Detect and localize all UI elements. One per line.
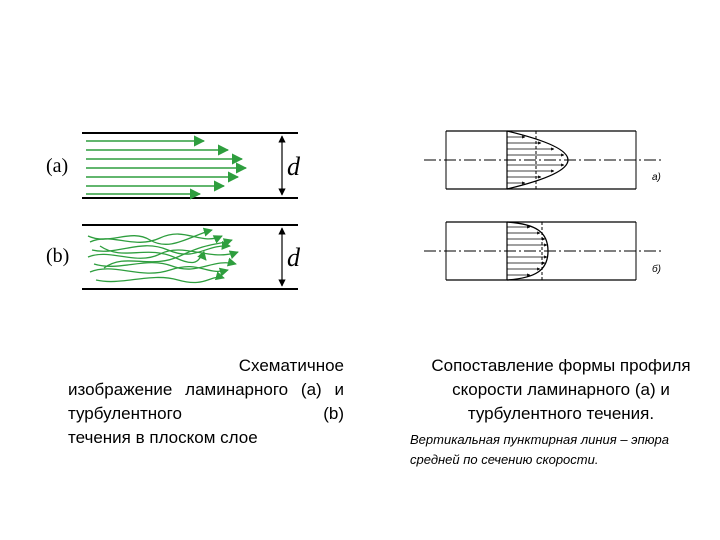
panel-a-label: (a)	[46, 155, 68, 177]
turbulent-streamlines	[87, 227, 239, 284]
laminar-streamlines	[86, 135, 248, 200]
right-caption-note: Вертикальная пунктирная линия – эпюра ср…	[410, 432, 669, 467]
dimension-label-a: d	[287, 152, 301, 181]
right-caption-title: Сопоставление формы профиля скорости лам…	[431, 356, 691, 423]
laminar-velocity-profile: а)	[424, 130, 662, 190]
left-caption-line3: течения в плоском слое	[68, 428, 258, 447]
dimension-label-b: d	[287, 243, 301, 272]
parabolic-profile	[506, 130, 569, 190]
profile-a-label: а)	[652, 172, 661, 183]
profile-b-label: б)	[652, 263, 661, 275]
left-caption-line2: изображение ламинарного (a) и турбулентн…	[68, 380, 344, 423]
left-caption: Схематичное изображение ламинарного (a) …	[68, 354, 344, 450]
turbulent-flow-diagram: (b) d	[46, 224, 301, 290]
turbulent-velocity-profile: б)	[424, 221, 662, 281]
panel-b-label: (b)	[46, 245, 69, 267]
laminar-flow-diagram: (a) d	[46, 132, 301, 200]
left-caption-line1: Схематичное	[238, 356, 344, 375]
